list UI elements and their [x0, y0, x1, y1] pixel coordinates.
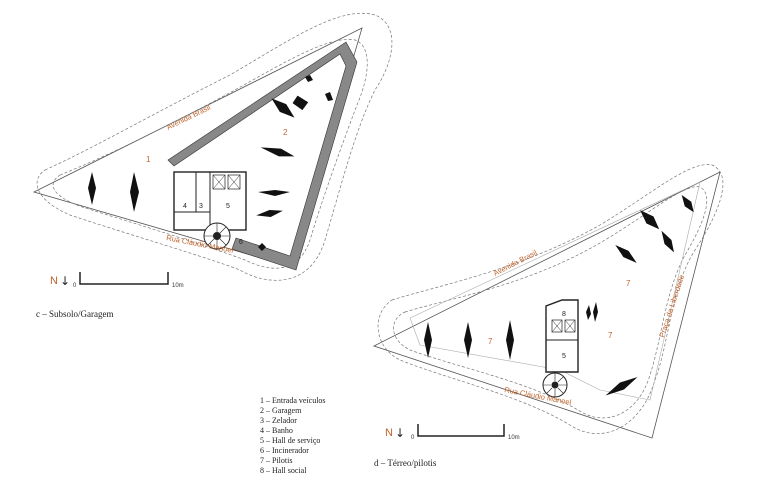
plan-d-columns	[424, 194, 694, 396]
plan-d-street-praca: Praça da Liberdade	[657, 274, 686, 339]
plan-d-service-core	[545, 299, 579, 373]
plan-d-room-label: 5	[562, 353, 566, 360]
plan-c-caption: c – Subsolo/Garagem	[36, 309, 113, 319]
plan-c-elevator-cross	[212, 174, 226, 190]
plan-d-spiral-stair	[542, 372, 568, 398]
plan-c-street-avenida: Avenida Brasil	[165, 103, 212, 132]
plan-c-columns	[88, 75, 333, 251]
plan-d-scale-bar: 0 10m	[411, 424, 520, 441]
plan-d-room-label: 7	[608, 331, 613, 340]
column	[292, 95, 309, 111]
plan-c-room-label: 6	[239, 239, 243, 246]
plan-c-spiral-stair	[203, 222, 231, 250]
legend-item: 8 – Hall social	[260, 466, 307, 475]
column	[661, 230, 674, 253]
plan-d-contour-outer	[377, 164, 724, 434]
legend-item: 1 – Entrada veículos	[260, 396, 326, 405]
plan-d-scale-end: 10m	[508, 435, 520, 441]
column	[640, 210, 660, 230]
plan-c-elevator-cross	[227, 174, 241, 190]
plan-d-building-outline	[409, 181, 701, 401]
column	[605, 377, 638, 396]
plan-d-north-label: N	[385, 427, 393, 439]
plan-d: 7 7 7 8 5 Avenida Brasil Rua Cláudio Man…	[372, 164, 724, 468]
column	[586, 305, 591, 320]
column	[271, 98, 295, 118]
legend-item: 6 – Incinerador	[260, 446, 309, 455]
plan-c-room-label: 5	[226, 203, 230, 210]
plan-c-contour-outer	[36, 13, 393, 281]
column	[258, 190, 290, 196]
column	[593, 302, 598, 322]
plan-c-north-arrow-icon: ↓	[60, 274, 70, 288]
plan-d-elevator-cross	[564, 319, 576, 333]
plan-c-elevator	[227, 174, 241, 190]
plan-c-room-label: 3	[199, 203, 203, 210]
column	[305, 75, 313, 82]
plan-d-north-arrow-icon: ↓	[395, 426, 405, 440]
plan-c: 1 2 3 4 5 6 Avenida Brasil Rua Cláudio M…	[32, 13, 393, 319]
legend: 1 – Entrada veículos 2 – Garagem 3 – Zel…	[260, 396, 326, 475]
plan-d-room-label: 7	[626, 279, 631, 288]
legend-item: 2 – Garagem	[260, 406, 302, 415]
plan-d-elevator	[564, 319, 576, 333]
plan-c-scale-start: 0	[73, 283, 77, 289]
plan-c-north-label: N	[50, 275, 58, 287]
column	[506, 320, 514, 360]
column	[615, 245, 637, 263]
plan-d-room-label: 8	[562, 311, 566, 318]
plan-d-elevator	[551, 319, 563, 333]
plan-d-contour-inner	[393, 186, 708, 419]
plan-c-scale-bar: 0 10m	[73, 272, 184, 289]
legend-item: 3 – Zelador	[260, 416, 297, 425]
plan-d-room-label: 7	[488, 337, 493, 346]
plan-c-room-label: 1	[146, 155, 151, 164]
column	[88, 172, 96, 205]
plan-d-elevator-cross	[551, 319, 563, 333]
column	[325, 92, 333, 101]
column	[681, 194, 694, 213]
legend-item: 4 – Banho	[260, 426, 293, 435]
column	[258, 243, 266, 251]
plan-c-scale-end: 10m	[172, 283, 184, 289]
plan-d-lot-outline	[372, 171, 721, 439]
plan-d-caption: d – Térreo/pilotis	[374, 458, 437, 468]
legend-item: 7 – Pilotis	[260, 456, 292, 465]
legend-item: 5 – Hall de serviço	[260, 436, 320, 445]
column	[256, 210, 283, 217]
column	[424, 322, 432, 358]
column	[130, 172, 139, 212]
plan-c-room-label: 4	[183, 203, 187, 210]
plan-d-scale-start: 0	[411, 435, 415, 441]
column	[260, 147, 295, 157]
plan-c-room-label: 2	[283, 128, 288, 137]
column	[464, 322, 472, 358]
plan-c-elevator	[212, 174, 226, 190]
plan-d-street-avenida: Avenida Brasil	[492, 248, 539, 278]
plan-c-building-wall	[167, 41, 358, 271]
plan-c-contour-inner	[52, 39, 368, 269]
